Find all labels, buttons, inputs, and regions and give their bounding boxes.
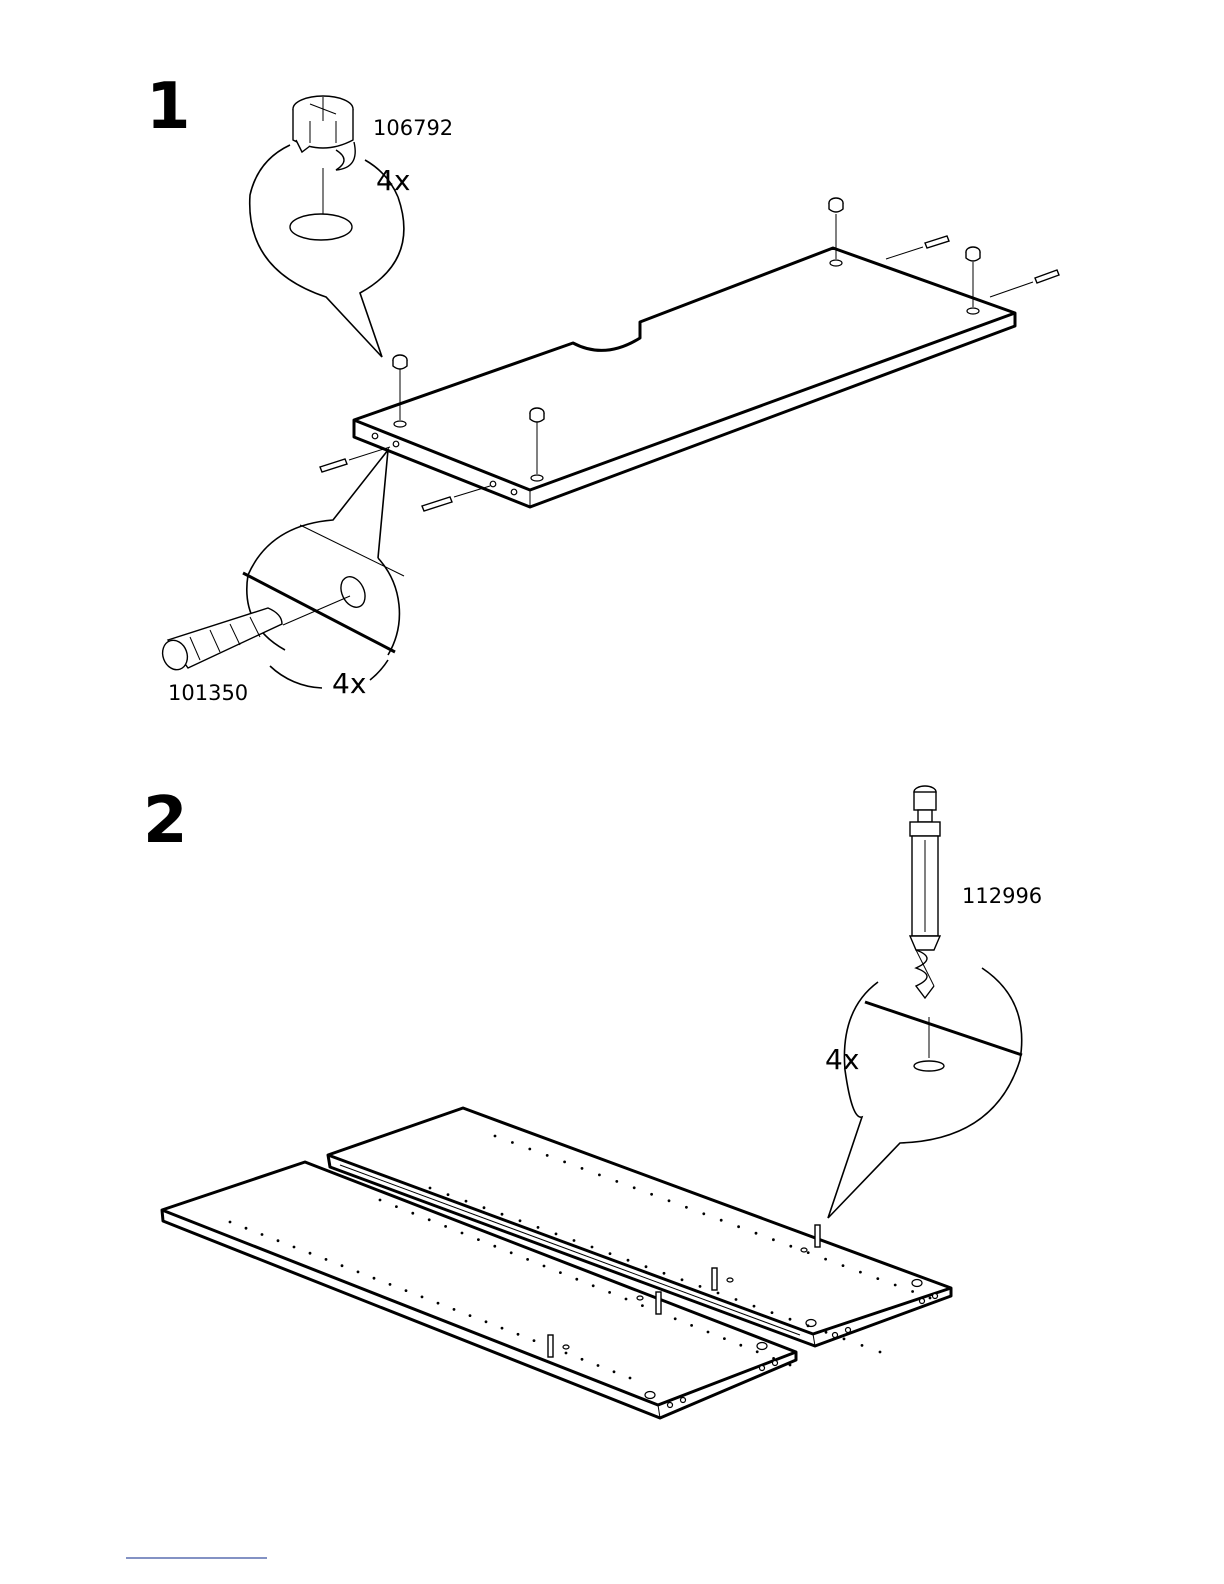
dowel-small <box>990 270 1059 297</box>
callout-cam-lock: 106792 4x <box>250 96 453 357</box>
dowel-small <box>886 236 949 259</box>
part-number-112996: 112996 <box>962 884 1042 908</box>
cam-bolt-small <box>815 1225 820 1247</box>
part-number-106792: 106792 <box>373 116 453 140</box>
step-2: 2 <box>143 784 1042 1418</box>
step-2-number: 2 <box>143 784 188 858</box>
step-1-number: 1 <box>146 70 191 144</box>
cam-bolt-small <box>548 1335 553 1357</box>
quantity-label: 4x <box>825 1043 859 1076</box>
top-panel <box>354 248 1015 507</box>
part-number-101350: 101350 <box>168 681 248 705</box>
callout-cam-bolt: 112996 4x <box>825 786 1042 1218</box>
cam-bolt-small <box>712 1268 717 1290</box>
cam-bolt-small <box>656 1292 661 1314</box>
quantity-label: 4x <box>376 164 410 197</box>
quantity-label: 4x <box>332 667 366 700</box>
wooden-dowel-icon <box>159 608 282 673</box>
callout-dowel: 101350 4x <box>159 450 404 705</box>
cam-bolt-icon <box>910 786 940 998</box>
step-1: 1 <box>146 70 1059 705</box>
dowel-small <box>320 447 390 472</box>
dowel-small <box>422 486 490 511</box>
cam-lock-icon <box>293 96 355 170</box>
